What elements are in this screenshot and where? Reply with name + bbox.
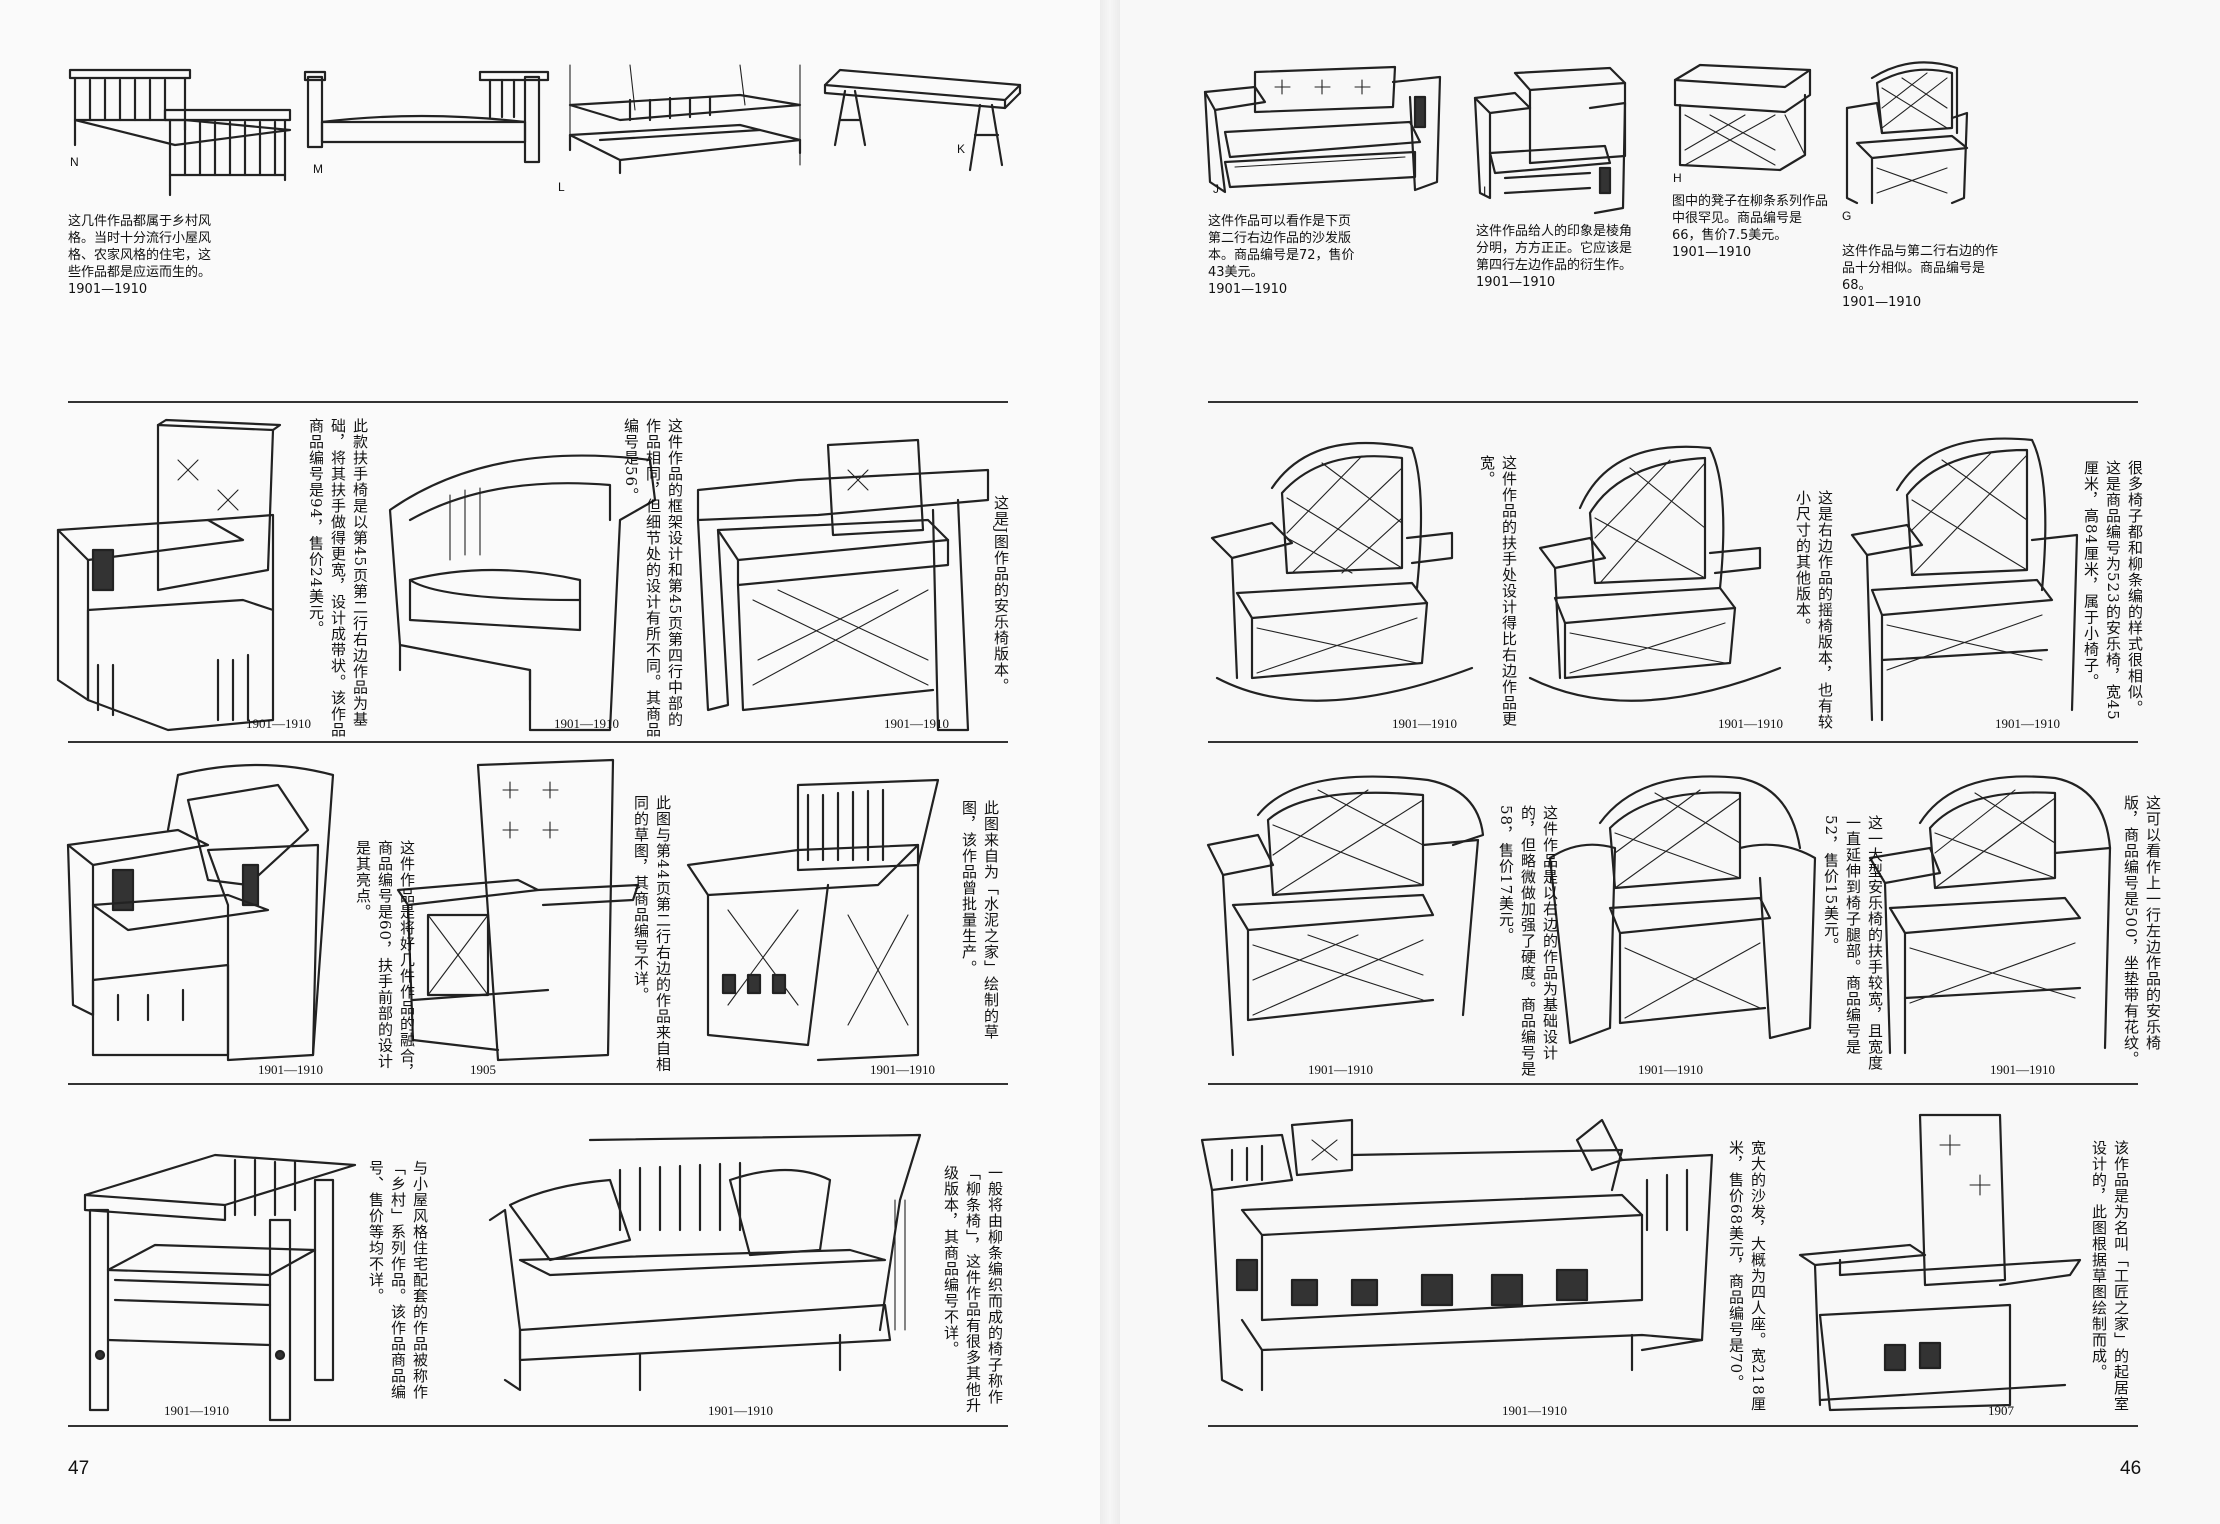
wicker-settee-illustration	[488, 1130, 930, 1410]
right-page: J I H	[1120, 0, 2220, 1524]
caption-r-row1-3: 很多椅子都和柳条编的样式很相似。这是商品编号为523的安乐椅，宽45厘米，高84…	[2082, 460, 2144, 721]
divider-2	[68, 741, 1008, 743]
date-row2-3: 1901—1910	[870, 1062, 935, 1077]
wicker-stool-h-illustration	[1670, 63, 1815, 172]
figure-label-m: M	[313, 162, 323, 176]
caption-row3-2: 一般将由柳条编织而成的椅子称作「柳条椅」，这件作品有很多其他升级版本，其商品编号…	[942, 1165, 1004, 1414]
caption-row2-3: 此图来自为「水泥之家」绘制的草图，该作品曾批量生产。	[960, 800, 1000, 1040]
divider-3	[68, 1083, 1008, 1085]
divider-r3	[1208, 1083, 2138, 1085]
figure-label-n: N	[70, 155, 79, 169]
caption-top-g: 这件作品与第二行右边的作品十分相似。商品编号是68。 1901—1910	[1842, 243, 2000, 311]
date-r-row2-1: 1901—1910	[1308, 1062, 1373, 1077]
caption-top-h-date: 1901—1910	[1672, 245, 1752, 260]
date-row1-2: 1901—1910	[554, 716, 619, 731]
caption-top-h-text: 图中的凳子在柳条系列作品中很罕见。商品编号是66，售价7.5美元。	[1672, 194, 1829, 243]
caption-top-j-text: 这件作品可以看作是下页第二行右边作品的沙发版本。商品编号是72，售价43美元。	[1208, 214, 1355, 280]
square-armchair-i-illustration	[1473, 66, 1630, 218]
date-r-row2-3: 1901—1910	[1990, 1062, 2055, 1077]
caption-r-row3-2: 该作品是为名叫「工匠之家」的起居室设计的，此图根据草图绘制而成。	[2090, 1140, 2130, 1412]
small-wicker-armchair-illustration	[1850, 430, 2092, 725]
caption-r-row3-1: 宽大的沙发，大概为四人座。宽218厘米，售价68美元，商品编号是70。	[1727, 1140, 1767, 1412]
page-number-right: 46	[2120, 1458, 2142, 1479]
cushioned-armchair-illustration	[696, 438, 990, 735]
four-seat-sofa-illustration	[1200, 1118, 1742, 1410]
divider-r4	[1208, 1425, 2138, 1427]
top-caption: 这几件作品都属于乡村风格。当时十分流行小屋风格、农家风格的住宅，这些作品都是应运…	[68, 213, 216, 298]
bed-illustration	[65, 60, 295, 200]
cushion-wing-chair-illustration	[66, 755, 348, 1075]
divider-1	[68, 401, 1008, 403]
caption-row1-2: 这件作品的框架设计和第45页第四行中部的作品相同，但细节处的设计有所不同。其商品…	[622, 418, 684, 738]
caption-row2-1: 这件作品是将好几件作品的融合，商品编号是60，扶手前部的设计是其亮点。	[354, 840, 416, 1080]
caption-r-row2-1: 这件作品是以右边的作品为基础设计的，但略微做加强了硬度。商品编号是58，售价17…	[1497, 805, 1559, 1077]
caption-row2-2: 此图与第44页第二行右边的作品来自相同的草图，其商品编号不详。	[632, 795, 672, 1073]
wicker-armchair-g-illustration	[1842, 58, 1972, 208]
date-row3-2: 1901—1910	[708, 1403, 773, 1418]
wide-arm-chair-illustration	[56, 418, 308, 735]
caption-row1-1: 此款扶手椅是以第45页第二行右边作品为基础，将其扶手做得更宽，设计成带状。该作品…	[307, 418, 369, 738]
daybed-illustration	[300, 62, 550, 167]
reinforced-wicker-chair-illustration	[1206, 765, 1493, 1065]
figure-label-l: L	[558, 180, 565, 194]
date-row1-1: 1901—1910	[246, 716, 311, 731]
caption-row1-3: 这是J图作品的安乐椅版本。	[992, 495, 1010, 695]
caption-r-row1-2: 这是右边作品的摇椅版本，也有较小尺寸的其他版本。	[1794, 490, 1834, 730]
figure-label-g: G	[1842, 209, 1852, 223]
top-caption-text: 这几件作品都属于乡村风格。当时十分流行小屋风格、农家风格的住宅，这些作品都是应运…	[68, 214, 212, 280]
date-r-row3-1: 1901—1910	[1502, 1403, 1567, 1418]
date-row2-1: 1901—1910	[258, 1062, 323, 1077]
date-row2-2: 1905	[470, 1062, 496, 1077]
date-row3-1: 1901—1910	[164, 1403, 229, 1418]
divider-r2	[1208, 741, 2138, 743]
caption-top-h: 图中的凳子在柳条系列作品中很罕见。商品编号是66，售价7.5美元。 1901—1…	[1672, 193, 1830, 261]
wicker-rocker-illustration	[1528, 438, 1790, 728]
porch-swing-illustration	[560, 64, 810, 185]
figure-label-k: K	[957, 142, 966, 156]
concrete-house-chair-illustration	[686, 775, 958, 1065]
caption-top-i: 这件作品给人的印象是棱角分明，方方正正。它应该是第四行左边作品的衍生作。 190…	[1476, 223, 1634, 291]
sofa-j-illustration	[1203, 62, 1445, 212]
rustic-log-chair-illustration	[83, 1140, 360, 1422]
caption-top-i-text: 这件作品给人的印象是棱角分明，方方正正。它应该是第四行左边作品的衍生作。	[1476, 224, 1633, 273]
patterned-cushion-armchair-illustration	[1865, 768, 2125, 1068]
craftsman-chair-illustration	[1798, 1113, 2085, 1415]
date-r-row1-1: 1901—1910	[1392, 716, 1457, 731]
wicker-rocker-wide-illustration	[1210, 428, 1477, 728]
caption-top-g-date: 1901—1910	[1842, 295, 1922, 310]
barrel-chair-illustration	[380, 440, 660, 735]
figure-label-i: I	[1483, 184, 1487, 198]
date-r-row3-2: 1907	[1988, 1403, 2014, 1418]
caption-top-j-date: 1901—1910	[1208, 282, 1288, 297]
caption-top-j: 这件作品可以看作是下页第二行右边作品的沙发版本。商品编号是72，售价43美元。 …	[1208, 213, 1356, 298]
figure-label-h: H	[1673, 171, 1682, 185]
date-r-row1-2: 1901—1910	[1718, 716, 1783, 731]
figure-label-j: J	[1213, 182, 1219, 196]
date-r-row1-3: 1901—1910	[1995, 716, 2060, 731]
caption-r-row1-1: 这件作品的扶手处设计得比右边作品更宽。	[1478, 455, 1518, 727]
divider-r1	[1208, 401, 2138, 403]
book-gutter	[1100, 0, 1120, 1524]
left-page: N M L K 这几件作品都属于乡村风格。当时十分流行小屋风	[56, 60, 1030, 1479]
divider-4	[68, 1425, 1008, 1427]
bench-illustration	[820, 65, 1030, 175]
top-caption-date: 1901—1910	[68, 282, 148, 297]
caption-top-i-date: 1901—1910	[1476, 275, 1556, 290]
page-number-left: 47	[68, 1458, 90, 1479]
tall-back-chair-illustration	[396, 758, 640, 1062]
caption-top-g-text: 这件作品与第二行右边的作品十分相似。商品编号是68。	[1842, 244, 1999, 293]
caption-row3-1: 与小屋风格住宅配套的作品被称作「乡村」系列作品。该作品商品编号、售价等均不详。	[367, 1160, 429, 1400]
date-row1-3: 1901—1910	[884, 716, 949, 731]
caption-r-row2-3: 这可以看作上一行左边作品的安乐椅版，商品编号是500，坐垫带有花纹。	[2122, 795, 2162, 1067]
date-r-row2-2: 1901—1910	[1638, 1062, 1703, 1077]
large-wicker-armchair-illustration	[1540, 768, 1820, 1068]
caption-r-row2-2: 这一大型安乐椅的扶手较宽，且宽度一直延伸到椅子腿部。商品编号是52，售价15美元…	[1822, 815, 1884, 1071]
